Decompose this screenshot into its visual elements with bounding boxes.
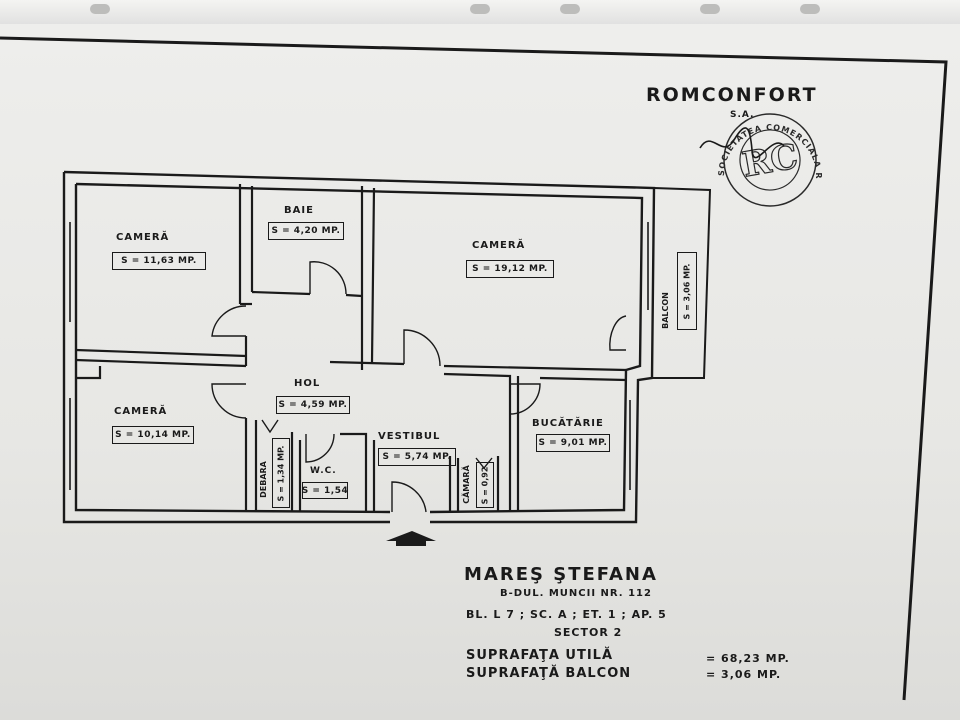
balcony-area-value: = 3,06 MP. bbox=[706, 668, 782, 681]
room-name-baie: BAIE bbox=[284, 205, 314, 216]
room-area-camera-3: S = 10,14 MP. bbox=[112, 426, 194, 444]
stamp-monogram: RC bbox=[739, 136, 800, 185]
util-area-value: = 68,23 MP. bbox=[706, 652, 790, 665]
company-stamp: RC bbox=[723, 113, 817, 207]
room-name-camera-3: CAMERĂ bbox=[114, 406, 168, 417]
balcony-area-label: SUPRAFAŢĂ BALCON bbox=[466, 666, 632, 681]
room-name-bucatarie: BUCĂTĂRIE bbox=[532, 418, 604, 429]
punch-hole bbox=[90, 4, 110, 14]
util-area-label: SUPRAFAŢA UTILĂ bbox=[466, 648, 614, 663]
punch-hole bbox=[470, 4, 490, 14]
paper-top-strip bbox=[0, 0, 960, 28]
room-area-camara: S = 0,92 bbox=[476, 462, 494, 508]
company-suffix: S.A. bbox=[730, 110, 755, 120]
signature bbox=[699, 127, 785, 159]
company-name: ROMCONFORT bbox=[646, 84, 818, 106]
room-name-hol: HOL bbox=[294, 378, 321, 389]
room-area-camera-2: S = 19,12 MP. bbox=[466, 260, 554, 278]
room-area-debara: S = 1,34 MP. bbox=[272, 438, 290, 508]
room-name-balcon: BALCON bbox=[660, 291, 670, 329]
room-name-camera-2: CAMERĂ bbox=[472, 240, 526, 251]
paper-sheet bbox=[0, 24, 960, 720]
balcony-outline bbox=[652, 187, 712, 379]
room-area-vestibul: S = 5,74 MP. bbox=[378, 448, 456, 466]
owner-building: BL. L 7 ; SC. A ; ET. 1 ; AP. 5 bbox=[466, 608, 667, 621]
door-swings bbox=[211, 261, 627, 513]
room-name-camara: CĂMARĂ bbox=[461, 464, 471, 504]
room-area-balcon: S = 3,06 MP. bbox=[677, 252, 697, 330]
punch-hole bbox=[700, 4, 720, 14]
outer-walls bbox=[62, 170, 656, 524]
room-area-baie: S = 4,20 MP. bbox=[268, 222, 344, 240]
room-area-camera-1: S = 11,63 MP. bbox=[112, 252, 206, 270]
room-area-bucatarie: S = 9,01 MP. bbox=[536, 434, 610, 452]
entrance-arrow-icon bbox=[386, 531, 436, 546]
owner-street: B-DUL. MUNCII NR. 112 bbox=[500, 588, 652, 599]
room-name-wc: W.C. bbox=[310, 466, 337, 476]
interior-walls bbox=[75, 184, 627, 512]
page-border bbox=[0, 36, 948, 701]
windows bbox=[69, 222, 649, 490]
punch-hole bbox=[800, 4, 820, 14]
owner-sector: SECTOR 2 bbox=[554, 626, 623, 639]
room-name-vestibul: VESTIBUL bbox=[378, 431, 441, 442]
room-area-wc: S = 1,54 bbox=[302, 482, 348, 499]
owner-name: MAREŞ ŞTEFANA bbox=[464, 564, 658, 585]
room-name-debara: DEBARA bbox=[258, 460, 268, 498]
punch-hole bbox=[560, 4, 580, 14]
room-area-hol: S = 4,59 MP. bbox=[276, 396, 350, 414]
room-name-camera-1: CAMERĂ bbox=[116, 232, 170, 243]
